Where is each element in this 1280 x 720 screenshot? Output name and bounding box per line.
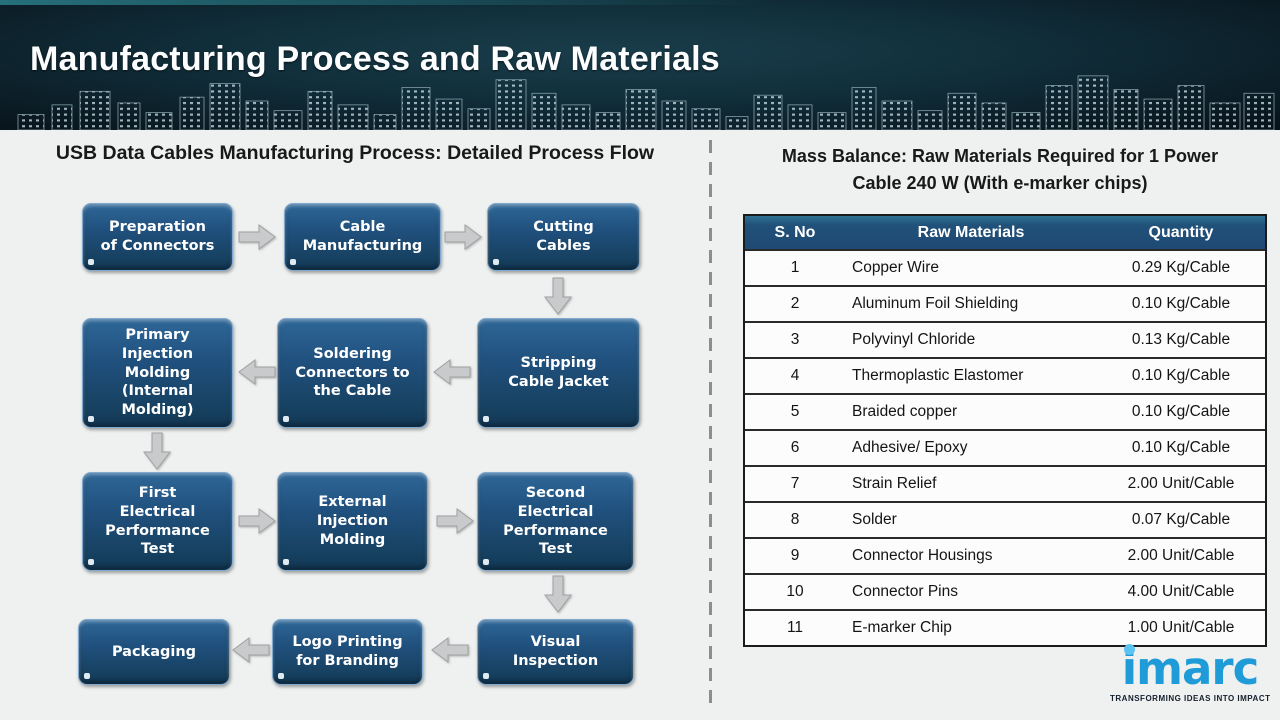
table-row: 7 Strain Relief 2.00 Unit/Cable: [745, 465, 1265, 501]
table-row: 3 Polyvinyl Chloride 0.13 Kg/Cable: [745, 321, 1265, 357]
flow-arrow-right-icon: [436, 508, 474, 534]
table-row: 2 Aluminum Foil Shielding 0.10 Kg/Cable: [745, 285, 1265, 321]
table-cell-quantity: 2.00 Unit/Cable: [1127, 547, 1235, 564]
table-cell-sno: 11: [786, 619, 804, 636]
table-cell-material: Connector Housings: [852, 547, 993, 564]
table-cell-quantity: 1.00 Unit/Cable: [1127, 619, 1235, 636]
table-row: 10 Connector Pins 4.00 Unit/Cable: [745, 573, 1265, 609]
flow-step-11: Logo Printing for Branding: [272, 619, 423, 685]
table-cell-sno: 4: [790, 367, 800, 384]
process-flow: Preparation of Connectors Cable Manufactu…: [78, 203, 640, 685]
flow-arrow-right-icon: [444, 224, 482, 250]
table-cell-material: Connector Pins: [852, 583, 958, 600]
right-panel-title-line2: Cable 240 W (With e-marker chips): [852, 173, 1148, 193]
flow-step-3: Cutting Cables: [487, 203, 640, 271]
table-row: 9 Connector Housings 2.00 Unit/Cable: [745, 537, 1265, 573]
flow-arrow-down-icon: [544, 277, 572, 315]
logo-dot-icon: [1123, 644, 1135, 655]
table-cell-quantity: 0.10 Kg/Cable: [1131, 439, 1231, 456]
table-cell-material: Aluminum Foil Shielding: [852, 295, 1019, 312]
flow-arrow-left-icon: [431, 637, 469, 663]
table-row: 6 Adhesive/ Epoxy 0.10 Kg/Cable: [745, 429, 1265, 465]
right-panel-title: Mass Balance: Raw Materials Required for…: [722, 143, 1278, 197]
flow-arrow-left-icon: [433, 359, 471, 385]
flow-step-12: Packaging: [78, 619, 230, 685]
table-cell-sno: 2: [790, 295, 800, 312]
table-cell-quantity: 0.10 Kg/Cable: [1131, 367, 1231, 384]
table-row: 5 Braided copper 0.10 Kg/Cable: [745, 393, 1265, 429]
flow-arrow-right-icon: [238, 508, 276, 534]
table-cell-sno: 8: [790, 511, 800, 528]
flow-arrow-left-icon: [232, 637, 270, 663]
table-cell-material: Braided copper: [852, 403, 958, 420]
table-cell-material: Adhesive/ Epoxy: [852, 439, 968, 456]
logo-text: imarc: [1122, 644, 1259, 691]
materials-table: S. No Raw Materials Quantity 1 Copper Wire 0.…: [743, 214, 1267, 647]
table-cell-material: E-marker Chip: [852, 619, 952, 636]
table-header-cell: Quantity: [1148, 223, 1214, 241]
imarc-logo: imarc TRANSFORMING IDEAS INTO IMPACT: [1110, 644, 1271, 703]
left-panel-title: USB Data Cables Manufacturing Process: D…: [55, 142, 655, 164]
logo-word-text: imarc: [1121, 642, 1260, 695]
flow-arrow-down-icon: [544, 575, 572, 613]
table-header-cell: Raw Materials: [917, 223, 1025, 241]
flow-step-7: First Electrical Performance Test: [82, 472, 233, 571]
table-row: 8 Solder 0.07 Kg/Cable: [745, 501, 1265, 537]
flow-step-6: Primary Injection Molding (Internal Mold…: [82, 318, 233, 428]
table-cell-material: Solder: [852, 511, 897, 528]
panel-divider: [709, 140, 712, 708]
table-cell-sno: 5: [790, 403, 800, 420]
logo-tagline: TRANSFORMING IDEAS INTO IMPACT: [1110, 694, 1271, 703]
flow-arrow-down-icon: [143, 432, 171, 470]
city-skyline-graphic: [17, 75, 1275, 130]
flow-step-5: Soldering Connectors to the Cable: [277, 318, 428, 428]
table-cell-material: Strain Relief: [852, 475, 937, 492]
table-cell-sno: 1: [790, 259, 800, 276]
table-row: 4 Thermoplastic Elastomer 0.10 Kg/Cable: [745, 357, 1265, 393]
flow-arrow-left-icon: [238, 359, 276, 385]
flow-step-4: Stripping Cable Jacket: [477, 318, 640, 428]
table-header-cell: S. No: [774, 223, 816, 241]
table-cell-quantity: 0.10 Kg/Cable: [1131, 403, 1231, 420]
flow-step-10: Visual Inspection: [477, 619, 634, 685]
flow-step-2: Cable Manufacturing: [284, 203, 441, 271]
flow-step-8: External Injection Molding: [277, 472, 428, 571]
table-cell-quantity: 2.00 Unit/Cable: [1127, 475, 1235, 492]
table-cell-quantity: 0.10 Kg/Cable: [1131, 295, 1231, 312]
right-panel-title-line1: Mass Balance: Raw Materials Required for…: [781, 146, 1219, 166]
table-cell-quantity: 4.00 Unit/Cable: [1127, 583, 1235, 600]
table-cell-quantity: 0.07 Kg/Cable: [1131, 511, 1231, 528]
page-title: Manufacturing Process and Raw Materials: [30, 40, 720, 78]
table-cell-material: Polyvinyl Chloride: [852, 331, 976, 348]
table-cell-sno: 7: [790, 475, 800, 492]
table-cell-sno: 3: [790, 331, 800, 348]
flow-step-1: Preparation of Connectors: [82, 203, 233, 271]
table-cell-quantity: 0.13 Kg/Cable: [1131, 331, 1231, 348]
table-cell-sno: 9: [790, 547, 800, 564]
table-cell-material: Copper Wire: [852, 259, 939, 276]
banner: Manufacturing Process and Raw Materials: [0, 0, 1280, 130]
table-row: 11 E-marker Chip 1.00 Unit/Cable: [745, 609, 1265, 645]
table-cell-sno: 10: [786, 583, 804, 600]
table-cell-quantity: 0.29 Kg/Cable: [1131, 259, 1231, 276]
flow-arrow-right-icon: [238, 224, 276, 250]
table-row: 1 Copper Wire 0.29 Kg/Cable: [745, 249, 1265, 285]
table-header-row: S. No Raw Materials Quantity: [745, 216, 1265, 249]
table-cell-sno: 6: [790, 439, 800, 456]
flow-step-9: Second Electrical Performance Test: [477, 472, 634, 571]
table-cell-material: Thermoplastic Elastomer: [852, 367, 1024, 384]
